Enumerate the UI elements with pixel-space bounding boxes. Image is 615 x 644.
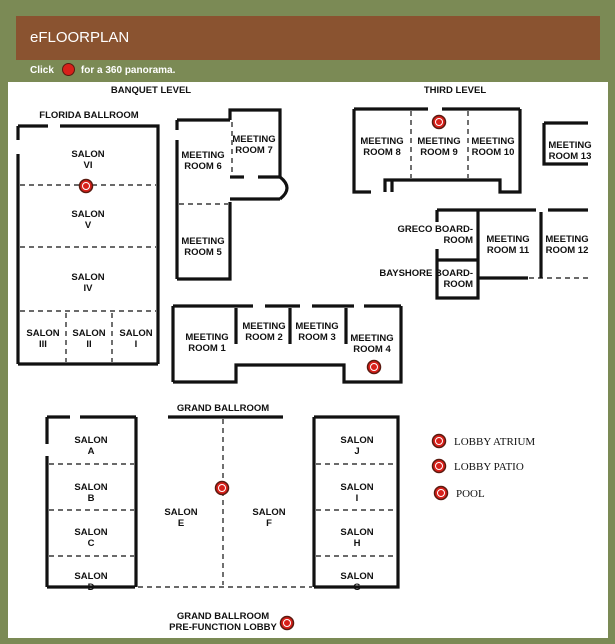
floorplan-svg: BANQUET LEVEL THIRD LEVEL FLORIDA BALLRO… — [16, 85, 592, 633]
meeting-1-4-walls — [171, 304, 403, 384]
legend-pool[interactable]: POOL — [433, 485, 486, 501]
meeting-5-7-walls — [175, 108, 289, 281]
legend-lobby-atrium-label: LOBBY ATRIUM — [454, 436, 535, 448]
meeting-13-walls — [542, 121, 588, 166]
room-bayshore-boardroom: BAYSHORE BOARD-ROOM — [379, 268, 473, 290]
hotspot-salon-v[interactable] — [78, 178, 94, 194]
meeting-5-7-dividers — [179, 122, 233, 205]
hotspot-meeting-4[interactable] — [366, 359, 382, 375]
instructions-prefix: Click — [30, 65, 54, 76]
legend-lobby-atrium[interactable]: LOBBY ATRIUM — [431, 433, 536, 449]
third-level-label: THIRD LEVEL — [424, 85, 486, 96]
meeting-1-4-dividers — [234, 308, 348, 344]
grand-ballroom-label: GRAND BALLROOM — [177, 403, 269, 414]
room-greco-boardroom: GRECO BOARD-ROOM — [398, 224, 474, 246]
page-title: eFLOORPLAN — [16, 16, 600, 60]
panorama-hotspot-icon — [61, 62, 75, 76]
instructions-suffix: for a 360 panorama. — [80, 65, 176, 76]
legend-lobby-patio[interactable]: LOBBY PATIO — [431, 458, 524, 474]
meeting-8-10-walls — [352, 107, 522, 194]
hotspot-grand-ballroom[interactable] — [214, 480, 230, 496]
grand-ballroom-walls — [45, 415, 400, 589]
instructions: Click for a 360 panorama. — [30, 62, 176, 79]
legend-lobby-patio-label: LOBBY PATIO — [454, 461, 524, 473]
meeting-8-10-dividers — [410, 111, 469, 178]
floorplan-canvas: BANQUET LEVEL THIRD LEVEL FLORIDA BALLRO… — [8, 82, 608, 638]
florida-ballroom-walls — [16, 124, 160, 366]
hotspot-meeting-9[interactable] — [431, 114, 447, 130]
florida-ballroom-label: FLORIDA BALLROOM — [39, 110, 138, 121]
legend-pool-label: POOL — [456, 488, 485, 500]
hotspot-prefunction-lobby[interactable] — [279, 615, 295, 631]
grand-ballroom-dividers — [49, 419, 396, 588]
banquet-level-label: BANQUET LEVEL — [111, 85, 191, 96]
